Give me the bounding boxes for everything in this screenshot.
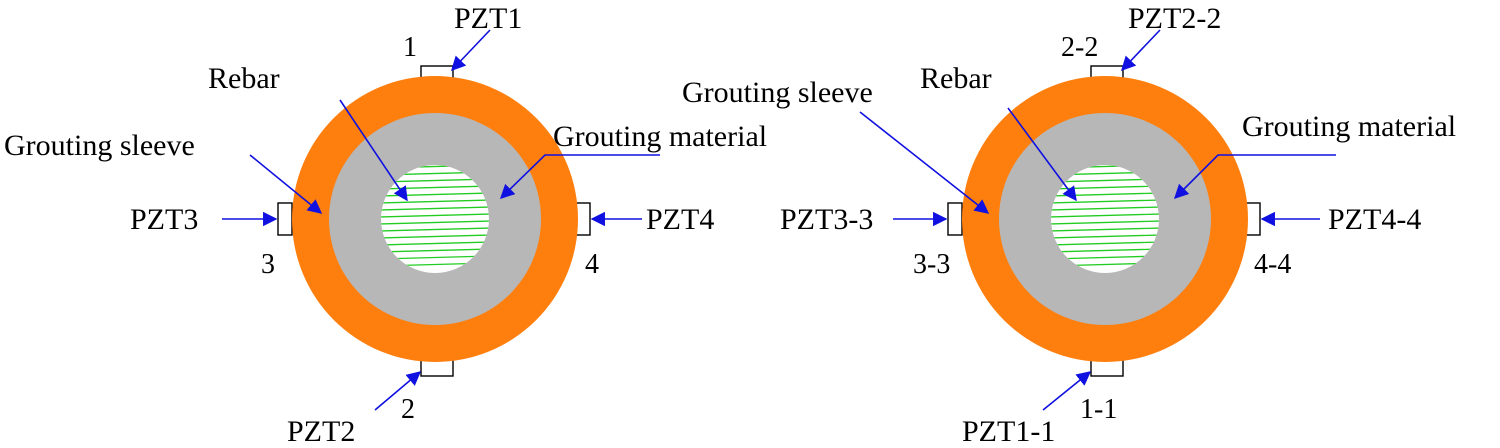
rebar-hatch-line: [1051, 206, 1159, 211]
left-pzt-right-sensor: [575, 202, 591, 236]
left-material-arrow: [499, 154, 660, 200]
rebar-hatch-line: [381, 220, 489, 225]
rebar-hatch-line: [381, 234, 489, 239]
right-pzt-left-label: PZT3-3: [780, 203, 873, 236]
rebar-hatch-line: [1051, 220, 1159, 225]
left-sleeve-arrow: [249, 154, 323, 214]
left-pzt-left-sensor: [277, 202, 293, 236]
right-num-left-label: 3-3: [913, 249, 950, 280]
left-pzt-bottom-arrow: [374, 371, 422, 411]
left-pzt-right-label: PZT4: [646, 203, 714, 236]
left-pzt-left-label: PZT3: [130, 203, 198, 236]
rebar-hatch-line: [381, 241, 489, 246]
right-pzt-bottom-label: PZT1-1: [962, 415, 1055, 448]
rebar-hatch-line: [1051, 199, 1159, 204]
left-num-right-label: 4: [585, 249, 599, 280]
left-num-top-label: 1: [403, 32, 417, 63]
rebar-hatch-line: [1051, 234, 1159, 239]
right-section: PZT2-2 PZT1-1 PZT3-3 PZT4-4 2-2 1-1 3-3 …: [682, 2, 1456, 448]
right-rebar-label: Rebar: [920, 62, 992, 95]
right-rebar-arrow: [1007, 107, 1077, 202]
rebar-hatch-line: [1051, 227, 1159, 232]
left-grouting-material-label: Grouting material: [553, 120, 767, 153]
right-rebar-core: [1051, 165, 1159, 273]
left-num-bottom-label: 2: [401, 394, 415, 425]
left-pzt-top-label: PZT1: [454, 2, 522, 35]
rebar-hatch-line: [381, 213, 489, 218]
right-pzt-left-sensor: [947, 202, 963, 236]
right-num-right-label: 4-4: [1254, 249, 1291, 280]
rebar-hatch-line: [1051, 241, 1159, 246]
left-rebar-arrow: [339, 99, 408, 202]
rebar-hatch-line: [1051, 213, 1159, 218]
right-sleeve-arrow: [859, 111, 990, 214]
right-pzt-right-label: PZT4-4: [1328, 203, 1421, 236]
right-grouting-material-label: Grouting material: [1242, 110, 1456, 143]
right-num-top-label: 2-2: [1061, 32, 1098, 63]
right-material-arrow: [1173, 154, 1336, 200]
rebar-hatch-line: [381, 206, 489, 211]
left-pzt-bottom-label: PZT2: [287, 415, 355, 448]
rebar-hatch-line: [381, 199, 489, 204]
right-pzt-top-arrow: [1121, 29, 1161, 72]
left-rebar-label: Rebar: [208, 62, 280, 95]
left-pzt-top-arrow: [451, 29, 491, 72]
left-grouting-sleeve-label: Grouting sleeve: [4, 129, 195, 162]
right-num-bottom-label: 1-1: [1080, 394, 1117, 425]
left-num-left-label: 3: [261, 249, 275, 280]
rebar-hatch-line: [381, 227, 489, 232]
left-section: PZT1 PZT2 PZT3 PZT4 1 2 3 4 Rebar Grouti…: [4, 2, 767, 448]
rebar-hatch-line: [381, 248, 489, 253]
right-grouting-sleeve-label: Grouting sleeve: [682, 76, 873, 109]
right-pzt-top-label: PZT2-2: [1128, 2, 1221, 35]
rebar-hatch-line: [1051, 248, 1159, 253]
right-pzt-bottom-arrow: [1042, 371, 1092, 411]
left-rebar-core: [381, 165, 489, 273]
right-pzt-right-sensor: [1245, 202, 1261, 236]
